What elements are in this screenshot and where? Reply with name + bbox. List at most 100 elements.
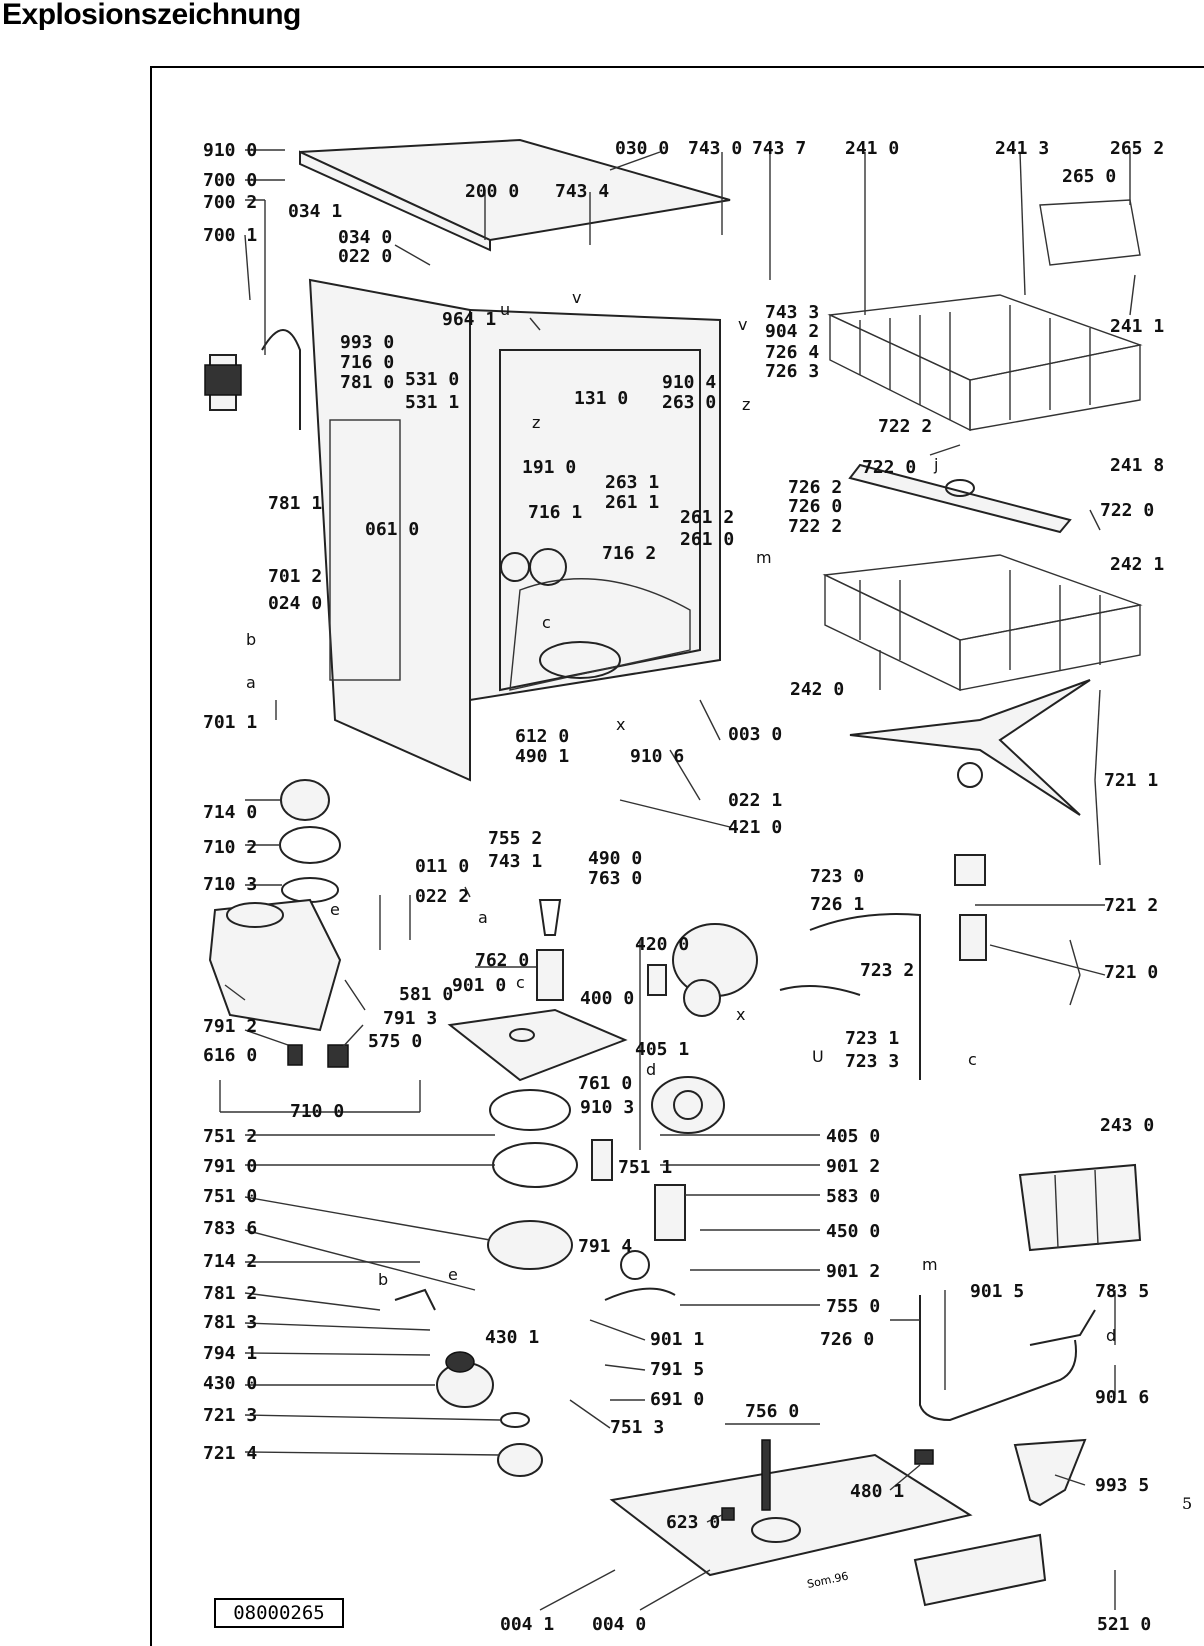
hose-783-5 <box>1029 1309 1096 1346</box>
label-743-7: 743 7 <box>752 138 806 159</box>
label-743-4: 743 4 <box>555 181 609 202</box>
label-700-0: 700 0 <box>203 170 257 191</box>
label-242-0: 242 0 <box>790 679 844 700</box>
label-623-0: 623 0 <box>666 1512 720 1533</box>
pump-housing-405 <box>651 1076 725 1134</box>
pump-outlet <box>673 1090 703 1120</box>
label-716-0: 716 0 <box>340 352 394 373</box>
softener-ring-710-2 <box>279 826 341 864</box>
float-switch-756 <box>761 1439 771 1511</box>
label-022-1: 022 1 <box>728 790 782 811</box>
spray-arm-bearing <box>957 762 983 788</box>
label-004-1: 004 1 <box>500 1614 554 1635</box>
heater-751-1 <box>591 1139 613 1181</box>
label-781-2: 781 2 <box>203 1283 257 1304</box>
label-751-0: 751 0 <box>203 1186 257 1207</box>
control-module-521 <box>913 1533 1047 1607</box>
insulation-061 <box>329 419 401 681</box>
upper-spray-arm-part <box>848 463 1072 534</box>
letter-d1: d <box>646 1060 656 1079</box>
label-691-0: 691 0 <box>650 1389 704 1410</box>
label-261-2: 261 2 <box>680 507 734 528</box>
label-061-0: 061 0 <box>365 519 419 540</box>
label-710-2: 710 2 <box>203 837 257 858</box>
letter-a2: a <box>478 908 488 927</box>
letter-c3: c <box>968 1050 977 1069</box>
label-910-6: 910 6 <box>630 746 684 767</box>
letter-m2: m <box>922 1255 938 1274</box>
label-263-1: 263 1 <box>605 472 659 493</box>
label-723-3: 723 3 <box>845 1051 899 1072</box>
fill-valve-coil <box>204 364 242 396</box>
spray-arm-cup <box>954 854 986 886</box>
label-726-4: 726 4 <box>765 342 819 363</box>
label-700-1: 700 1 <box>203 225 257 246</box>
softener-top <box>226 902 284 928</box>
label-722-2a: 722 2 <box>878 416 932 437</box>
label-756-0: 756 0 <box>745 1401 799 1422</box>
label-490-0: 490 0 <box>588 848 642 869</box>
label-726-0a: 726 0 <box>788 496 842 517</box>
switch-616-0 <box>287 1044 303 1066</box>
funnel-993-5 <box>1013 1438 1087 1507</box>
label-034-0: 034 0 <box>338 227 392 248</box>
basket-divider-2 <box>1094 1169 1099 1246</box>
label-004-0: 004 0 <box>592 1614 646 1635</box>
label-575-0: 575 0 <box>368 1031 422 1052</box>
label-131-0: 131 0 <box>574 388 628 409</box>
label-241-8: 241 8 <box>1110 455 1164 476</box>
label-901-6: 901 6 <box>1095 1387 1149 1408</box>
float-disc <box>751 1517 801 1543</box>
letter-c1: c <box>542 613 551 632</box>
heater-450 <box>654 1184 686 1241</box>
label-783-5: 783 5 <box>1095 1281 1149 1302</box>
label-430-1: 430 1 <box>485 1327 539 1348</box>
label-716-1: 716 1 <box>528 502 582 523</box>
seal-721-3 <box>500 1412 530 1428</box>
label-261-1: 261 1 <box>605 492 659 513</box>
label-726-1: 726 1 <box>810 894 864 915</box>
label-241-3: 241 3 <box>995 138 1049 159</box>
label-901-1: 901 1 <box>650 1329 704 1350</box>
label-751-3: 751 3 <box>610 1417 664 1438</box>
label-701-1: 701 1 <box>203 712 257 733</box>
spray-connector-723-2 <box>779 985 861 996</box>
connector-480-1 <box>914 1449 934 1465</box>
label-022-0: 022 0 <box>338 246 392 267</box>
label-791-5: 791 5 <box>650 1359 704 1380</box>
label-761-0: 761 0 <box>578 1073 632 1094</box>
label-261-0: 261 0 <box>680 529 734 550</box>
label-783-6: 783 6 <box>203 1218 257 1239</box>
label-241-1: 241 1 <box>1110 316 1164 337</box>
tub-back-panel <box>469 308 721 702</box>
label-781-1: 781 1 <box>268 493 322 514</box>
letter-v1: v <box>572 288 581 307</box>
label-191-0: 191 0 <box>522 457 576 478</box>
label-755-0: 755 0 <box>826 1296 880 1317</box>
label-901-2b: 901 2 <box>826 1261 880 1282</box>
label-726-2: 726 2 <box>788 477 842 498</box>
label-791-4: 791 4 <box>578 1236 632 1257</box>
label-011-0: 011 0 <box>415 856 469 877</box>
spray-arm-hub-722 <box>945 479 975 497</box>
filter-plate-hole <box>509 1028 535 1042</box>
label-910-4: 910 4 <box>662 372 716 393</box>
label-723-0: 723 0 <box>810 866 864 887</box>
stamp-label: Som.96 <box>806 1570 850 1591</box>
label-993-0: 993 0 <box>340 332 394 353</box>
label-964-1: 964 1 <box>442 309 496 330</box>
connection-letters: a b a b c c c d d e e u U v v x x z z j … <box>246 288 1116 1345</box>
label-024-0: 024 0 <box>268 593 322 614</box>
tub-floor <box>509 578 691 691</box>
label-721-2: 721 2 <box>1104 895 1158 916</box>
label-263-0: 263 0 <box>662 392 716 413</box>
lower-spray-arm-part <box>849 679 1091 816</box>
label-701-2: 701 2 <box>268 566 322 587</box>
softener-cap-714-0 <box>280 779 330 821</box>
drain-pipe-726-0 <box>919 1295 1077 1422</box>
label-743-1: 743 1 <box>488 851 542 872</box>
seal-716-1 <box>500 552 530 582</box>
label-751-1: 751 1 <box>618 1157 672 1178</box>
label-710-3: 710 3 <box>203 874 257 895</box>
letter-e2: e <box>448 1265 458 1284</box>
